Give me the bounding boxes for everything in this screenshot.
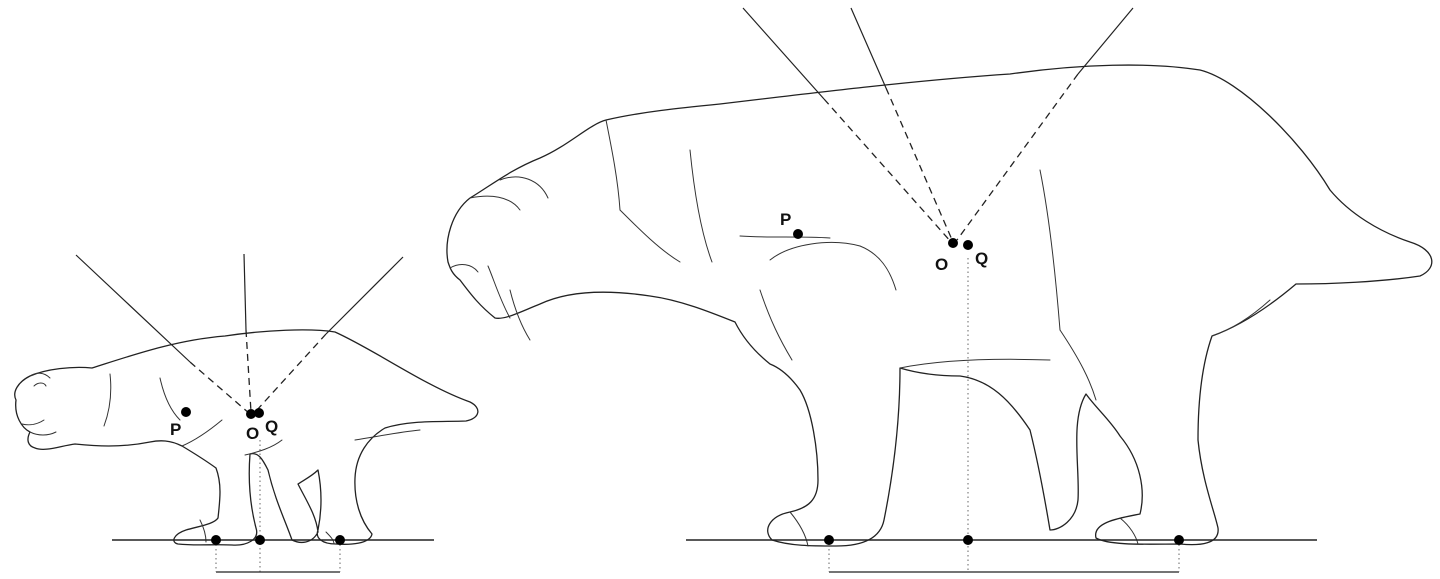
small-point-p (181, 407, 191, 417)
small-animal-detail-line (104, 374, 111, 426)
large-label-o: O (935, 255, 948, 274)
large-animal-outline (447, 65, 1432, 546)
large-ray-left (743, 8, 824, 99)
large-animal-detail-line (760, 290, 792, 360)
small-animal-detail-line (160, 378, 180, 420)
small-animal-detail-line (326, 532, 334, 544)
large-label-q: Q (975, 249, 988, 268)
large-animal-detail-line (470, 196, 520, 210)
large-animal-detail-line (740, 236, 830, 238)
large-point-o (948, 238, 958, 248)
small-animal-detail-line (34, 383, 46, 386)
small-label-o: O (246, 424, 259, 443)
large-animal-detail-line (1060, 330, 1096, 400)
small-ray-center-dashed (246, 330, 251, 412)
large-animal-figure: P O Q (447, 8, 1432, 572)
large-animal-detail-line (770, 242, 860, 260)
small-foot-point (211, 535, 221, 545)
small-animal-detail-line (30, 373, 50, 378)
small-animal-detail-line (22, 420, 44, 425)
small-ray-right-dashed (257, 334, 326, 410)
small-ray-center (244, 254, 246, 330)
small-ray-left (76, 255, 190, 362)
large-ray-right (1078, 8, 1133, 74)
small-animal-detail-line (182, 420, 222, 446)
large-foot-point (1174, 535, 1184, 545)
large-label-p: P (780, 210, 791, 229)
large-animal-detail-line (790, 512, 808, 546)
small-foot-point (255, 535, 265, 545)
large-animal-detail-line (1040, 170, 1060, 330)
large-foot-point (824, 535, 834, 545)
large-ray-center (851, 8, 886, 88)
large-animal-detail-line (900, 359, 1050, 368)
large-animal-detail-line (1212, 300, 1270, 336)
small-animal-detail-line (200, 520, 206, 542)
large-animal-detail-line (606, 120, 620, 210)
large-point-q (963, 240, 973, 250)
small-ray-left-dashed (190, 362, 250, 414)
large-foot-point (963, 535, 973, 545)
large-animal-detail-line (488, 266, 510, 318)
large-ray-right-dashed (957, 74, 1078, 240)
small-animal-detail-line (30, 432, 56, 435)
large-point-p (793, 229, 803, 239)
small-label-q: Q (265, 417, 278, 436)
large-animal-detail-line (620, 210, 680, 262)
large-animal-detail-line (860, 246, 896, 290)
small-point-q (254, 408, 264, 418)
small-ray-right (326, 257, 403, 334)
small-animal-figure: P O Q (15, 254, 478, 572)
large-animal-detail-line (690, 150, 712, 262)
small-animal-detail-line (355, 430, 420, 440)
large-animal-detail-line (500, 177, 548, 198)
large-ray-left-dashed (824, 99, 952, 243)
small-foot-point (335, 535, 345, 545)
small-label-p: P (170, 420, 181, 439)
large-ray-center-dashed (886, 88, 953, 242)
large-animal-detail-line (450, 265, 478, 272)
